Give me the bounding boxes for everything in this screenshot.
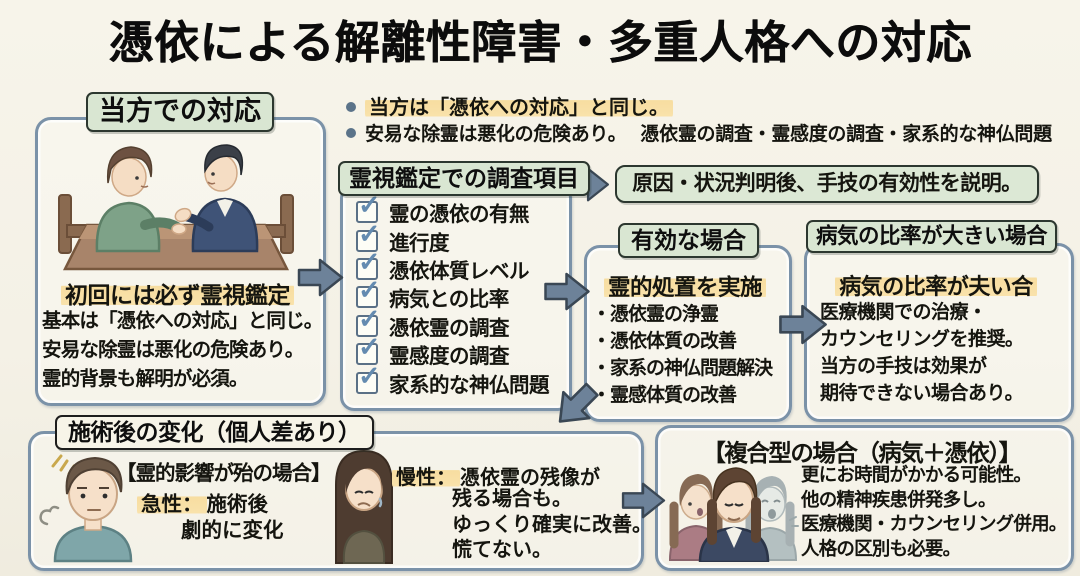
effective-item: ・家系の神仏問題解決: [592, 358, 773, 379]
multiple-personas-illustration: [668, 467, 799, 562]
approach-note-line: 霊的背景も解明が必須。: [42, 368, 249, 390]
top-note-2: 安易な除霊は悪化の危険あり。憑依霊の調査・霊感度の調査・家系的な神仏問題: [346, 119, 1052, 146]
top-note-1: 当方は「憑依への対応」と同じ。: [346, 91, 673, 120]
illness-line: 医療機関での治療・: [820, 302, 987, 323]
arrow-checklist-to-effective-icon: [544, 272, 590, 311]
chronic-line: 残る場合も。: [452, 488, 572, 510]
combined-heading: 【複合型の場合（病気＋憑依）】: [702, 440, 1022, 466]
explanation-banner: 原因・状況判明後、手技の有効性を説明。: [615, 165, 1039, 203]
checklist-item: 家系的な神仏問題: [356, 361, 550, 397]
illness-line: 期待できない場合あり。: [820, 383, 1024, 404]
effective-heading: 霊的処置を実施: [584, 270, 786, 302]
checkbox-checked-icon: [356, 361, 380, 394]
illness-box-label: 病気の比率が大きい場合: [806, 220, 1058, 253]
effective-item: ・憑依霊の浄霊: [592, 304, 719, 325]
combined-lines: 更にお時間がかかる可能性。 他の精神疾患併発多し。 医療機関・カウンセリング併用…: [801, 463, 1067, 561]
acute-line-1: 急性：施術後: [137, 487, 268, 517]
checklist: 霊の憑依の有無 進行度 憑依体質レベル 病気との比率 憑依霊の調査 霊感度の調査…: [356, 190, 550, 397]
arrow-effective-to-illness-icon: [779, 304, 827, 345]
aftercare-subheading: 【霊的影響が殆の場合】: [116, 462, 331, 485]
acute-line-2: 劇的に変化: [181, 519, 284, 542]
aftercare-box-label: 施術後の変化（個人差あり）: [55, 415, 374, 450]
combined-line: 人格の区別も必要。: [801, 537, 961, 559]
chronic-person-illustration: [335, 449, 393, 564]
approach-box-label: 当方での対応: [86, 92, 274, 132]
approach-notes: 基本は「憑依への対応」と同じ。 安易な除霊は悪化の危険あり。 霊的背景も解明が必…: [42, 307, 323, 394]
chronic-line-1: 慢性：憑依霊の残像が: [392, 461, 600, 490]
checklist-item: 病気との比率: [356, 275, 549, 311]
approach-note-line: 安易な除霊は悪化の危険あり。: [42, 339, 304, 361]
combined-line: 更にお時間がかかる可能性。: [801, 464, 1032, 485]
checklist-item: 霊の憑依の有無: [356, 190, 549, 226]
bullet-dot-icon: [346, 102, 356, 112]
combined-line: 他の精神疾患併発多し。: [801, 488, 997, 510]
checklist-box-label: 霊視鑑定での調査項目: [338, 161, 590, 196]
chronic-line: 慌てない。: [452, 539, 552, 561]
illness-line: カウンセリングを推奨。: [820, 329, 1024, 350]
checklist-item: 進行度: [356, 219, 549, 255]
bullet-dot-icon: [346, 128, 356, 138]
acute-person-illustration: [39, 454, 133, 563]
effective-items: ・憑依霊の浄霊 ・憑依体質の改善 ・家系の神仏問題解決 ・霊感体質の改善: [592, 301, 773, 409]
arrow-approach-to-checklist-icon: [297, 258, 344, 297]
illness-heading: 病気の比率が夫い合: [804, 269, 1068, 301]
chronic-lines: 残る場合も。 ゆっくり確実に改善。 慌てない。: [452, 487, 652, 564]
arrow-down-to-aftercare-icon: [558, 382, 599, 423]
illness-line: 当方の手技は効果が: [820, 356, 987, 377]
illness-box: [804, 243, 1074, 422]
illness-lines: 医療機関での治療・ カウンセリングを推奨。 当方の手技は効果が 期待できない場合…: [820, 299, 1024, 407]
approach-note-line: 基本は「憑依への対応」と同じ。: [42, 310, 323, 332]
effective-item: ・憑依体質の改善: [592, 331, 737, 352]
chronic-line: ゆっくり確実に改善。: [452, 513, 652, 536]
checklist-item: 憑依体質レベル: [356, 247, 549, 283]
consultation-illustration: [58, 144, 294, 271]
arrow-aftercare-to-combined-icon: [621, 482, 666, 519]
checklist-item: 霊感度の調査: [356, 332, 549, 368]
approach-highlight: 初回には必ず霊視鑑定: [35, 276, 320, 310]
combined-line: 医療機関・カウンセリング併用。: [801, 513, 1067, 535]
effective-item: ・霊感体質の改善: [592, 385, 737, 406]
checklist-item: 憑依霊の調査: [356, 304, 549, 340]
page-title: 憑依による解離性障害・多重人格への対応: [108, 17, 972, 68]
effective-box-label: 有効な場合: [618, 223, 759, 258]
